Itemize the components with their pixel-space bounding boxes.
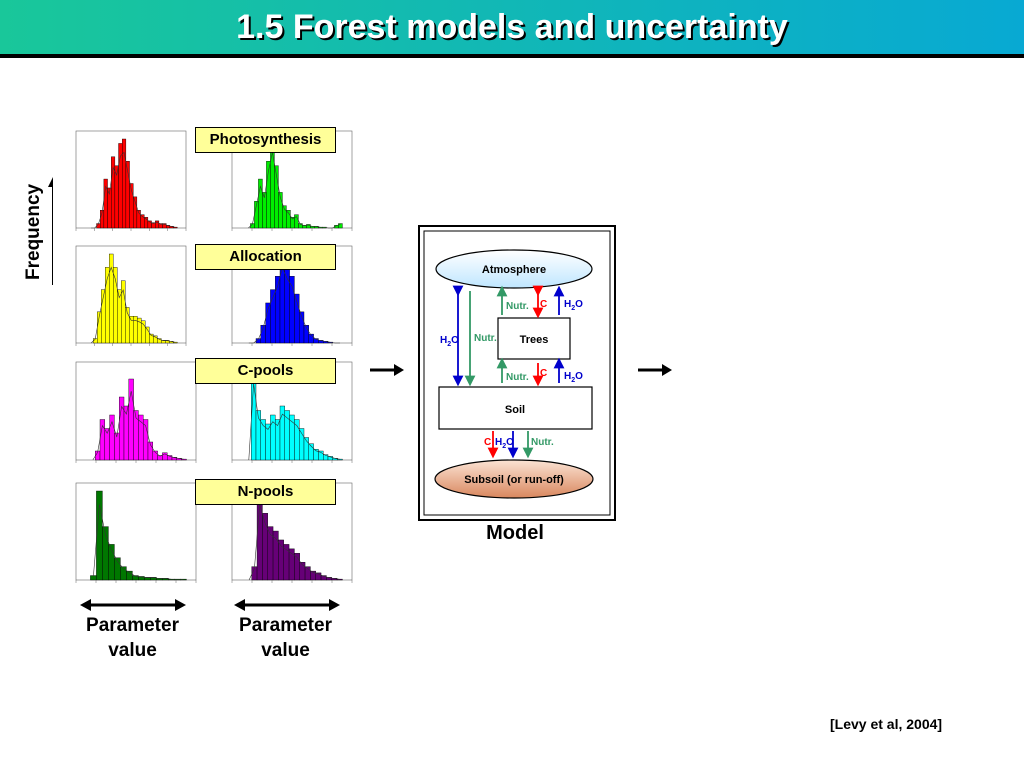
input-arrow xyxy=(370,364,404,376)
soil-label: Soil xyxy=(505,404,525,416)
trees-label: Trees xyxy=(520,334,549,346)
parameter-value-label-left: Parameter value xyxy=(70,613,195,663)
parameter-arrow-left xyxy=(80,599,186,611)
water-label-top: H2O xyxy=(564,299,583,312)
parameter-label-line1: Parameter xyxy=(86,615,179,636)
histogram-panel xyxy=(75,130,187,231)
parameter-label-line2: value xyxy=(108,640,157,661)
density-curve xyxy=(248,383,341,461)
parameter-arrow-right xyxy=(234,599,340,611)
n-pools-label: N-pools xyxy=(195,479,336,505)
nutrient-label-bottom: Nutr. xyxy=(531,437,554,448)
frequency-arrow-head xyxy=(48,177,53,187)
c-pools-label: C-pools xyxy=(195,358,336,384)
output-arrow xyxy=(638,364,672,376)
atmosphere-node xyxy=(435,249,593,289)
water-label-mid: H2O xyxy=(564,371,583,384)
soil-node xyxy=(438,386,593,430)
parameter-value-label-right: Parameter value xyxy=(223,613,348,663)
photosynthesis-label: Photosynthesis xyxy=(195,127,336,153)
model-label: Model xyxy=(486,522,544,544)
subsoil-node xyxy=(434,459,594,499)
reference-citation: [Levy et al, 2004] xyxy=(830,716,943,732)
title-bar: 1.5 Forest models and uncertainty xyxy=(0,0,1024,58)
carbon-label-bottom: C xyxy=(484,437,491,448)
histogram-panel xyxy=(75,482,197,583)
nutrient-label-left: Nutr. xyxy=(474,333,497,344)
frequency-label: Frequency xyxy=(23,183,44,280)
water-label-bottom: H2O xyxy=(495,437,514,450)
density-curve xyxy=(248,266,340,344)
model-diagram: Atmosphere Trees Soil Subsoil (or run-of… xyxy=(418,225,616,521)
histogram-panel xyxy=(75,245,187,346)
atmosphere-label: Atmosphere xyxy=(482,264,546,276)
histogram-frame xyxy=(75,482,197,581)
parameter-label-line1: Parameter xyxy=(239,615,332,636)
subsoil-label: Subsoil (or run-off) xyxy=(464,474,564,486)
density-curve xyxy=(248,504,340,581)
density-curve xyxy=(91,151,176,229)
density-curve xyxy=(248,152,341,229)
trees-node xyxy=(497,317,571,360)
density-curve xyxy=(93,504,184,580)
model-frame-inner xyxy=(423,230,611,516)
water-label-left: H2O xyxy=(440,335,459,348)
allocation-label: Allocation xyxy=(195,244,336,270)
histogram-bar xyxy=(294,214,299,229)
slide-title: 1.5 Forest models and uncertainty xyxy=(236,8,788,46)
parameter-label-line2: value xyxy=(261,640,310,661)
nutrient-label-top: Nutr. xyxy=(506,301,529,312)
histogram-bar xyxy=(142,419,149,461)
histogram-panel xyxy=(75,361,197,463)
density-curve xyxy=(92,391,185,461)
frequency-axis: Frequency xyxy=(23,177,53,285)
carbon-label-top: C xyxy=(540,299,547,310)
histogram-bar xyxy=(338,223,343,229)
density-curve xyxy=(90,266,176,344)
nutrient-label-mid: Nutr. xyxy=(506,372,529,383)
carbon-label-mid: C xyxy=(540,368,547,379)
